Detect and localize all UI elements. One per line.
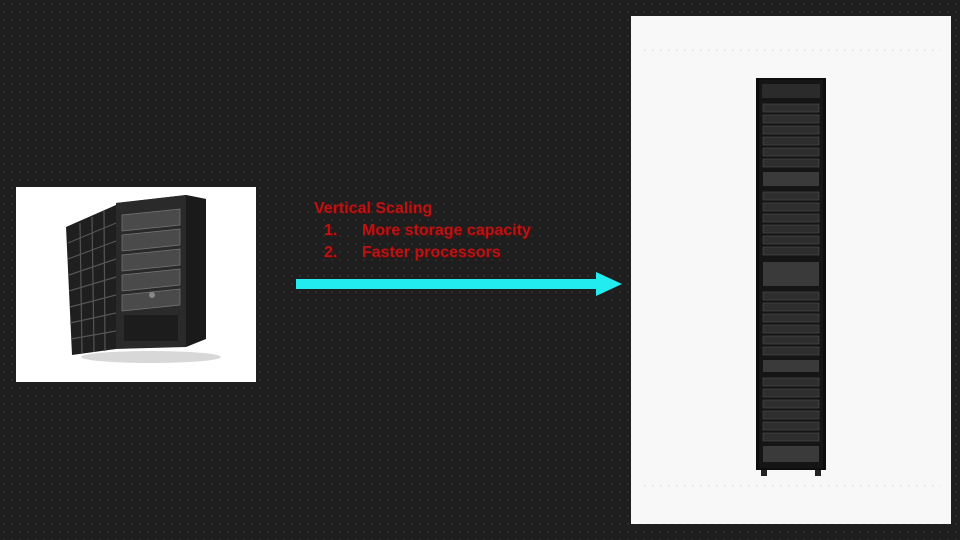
caption-item: 1. More storage capacity: [314, 220, 531, 242]
scaling-caption: Vertical Scaling 1. More storage capacity…: [314, 198, 531, 264]
small-server-image-panel: [16, 187, 256, 382]
caption-title: Vertical Scaling: [314, 200, 433, 217]
tower-server-image: [66, 195, 221, 363]
item-number: 1.: [324, 222, 338, 239]
decorative-dots: [641, 48, 941, 52]
item-number: 2.: [324, 244, 338, 261]
decorative-dots: [641, 484, 941, 488]
item-text: Faster processors: [362, 244, 501, 261]
caption-item: 2. Faster processors: [314, 242, 531, 264]
item-text: More storage capacity: [362, 222, 531, 239]
right-arrow-icon: [296, 272, 622, 296]
server-rack-image-panel: [631, 16, 951, 524]
server-rack-image: [756, 78, 826, 476]
